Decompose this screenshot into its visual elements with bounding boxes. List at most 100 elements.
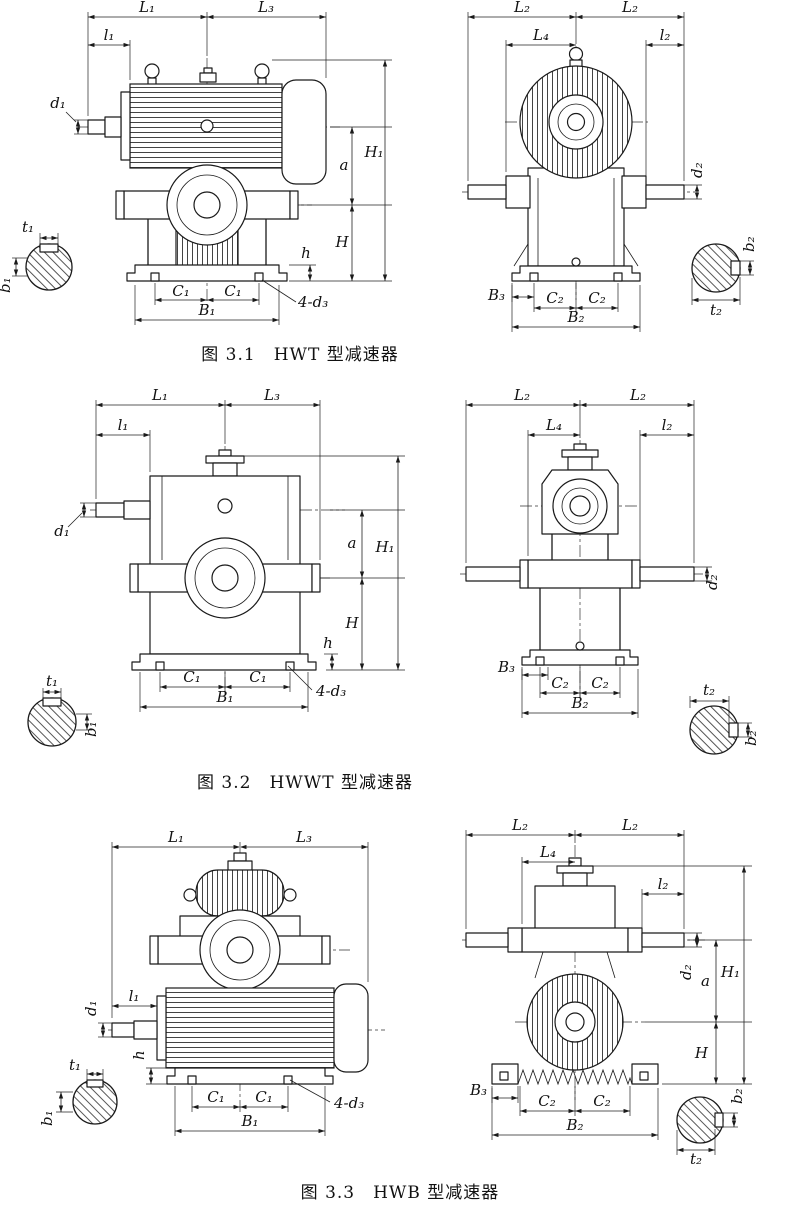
hwb-front-view <box>108 848 385 1112</box>
dim-label-4d3: 4-d₃ <box>315 682 346 700</box>
figure-hwb-caption: 图 3.3 HWB 型减速器 <box>301 1183 500 1203</box>
dim-label-4d3: 4-d₃ <box>333 1094 364 1112</box>
dim-label-l2: l₂ <box>662 416 673 434</box>
dim-label-t1: t₁ <box>22 218 34 236</box>
dim-label-B3: B₃ <box>487 286 505 304</box>
hwwt-front-view <box>90 446 345 698</box>
dim-label-L3: L₃ <box>263 386 280 404</box>
dim-label-d1: d₁ <box>82 1000 100 1016</box>
hwt-front-dimensions: L₁ L₃ l₁ d₁ a H H₁ h <box>50 0 392 325</box>
dim-label-L2a: L₂ <box>511 816 528 834</box>
dim-label-C2b: C₂ <box>588 289 606 307</box>
figure-hwb: L₁ L₃ l₁ d₁ h C₁ C₁ B₁ 4-d₃ <box>38 816 752 1203</box>
hwb-side-view <box>462 845 705 1100</box>
dim-label-h: h <box>323 634 333 652</box>
dim-label-4d3: 4-d₃ <box>297 293 328 311</box>
dim-label-B2: B₂ <box>570 694 588 712</box>
dim-label-l2: l₂ <box>660 26 671 44</box>
hwb-input-shaft-section: t₁ b₁ <box>38 1056 118 1126</box>
hwt-front-view <box>78 58 340 305</box>
dim-label-C2a: C₂ <box>551 674 569 692</box>
dim-label-C1b: C₁ <box>255 1088 273 1106</box>
dim-label-B2: B₂ <box>565 1116 583 1134</box>
dim-label-d2: d₂ <box>677 964 695 980</box>
figure-hwwt-caption: 图 3.2 HWWT 型减速器 <box>197 773 413 793</box>
dim-label-C1a: C₁ <box>183 668 201 686</box>
dim-label-t2: t₂ <box>703 681 715 699</box>
dim-label-B3: B₃ <box>497 658 515 676</box>
dim-label-b2: b₂ <box>740 236 758 252</box>
hwwt-input-shaft-section: t₁ b₁ <box>27 672 100 747</box>
dim-label-H1: H₁ <box>374 538 394 556</box>
dim-label-B1: B₁ <box>215 688 233 706</box>
dim-label-C1b: C₁ <box>224 282 242 300</box>
dim-label-L3: L₃ <box>257 0 274 16</box>
dim-label-d2: d₂ <box>688 162 706 178</box>
hwt-side-view <box>462 46 695 300</box>
hwb-output-shaft-section: b₂ t₂ <box>676 1088 746 1168</box>
dim-label-L4: L₄ <box>545 416 562 434</box>
figure-hwt-caption: 图 3.1 HWT 型减速器 <box>201 345 398 365</box>
dim-label-H1: H₁ <box>363 143 383 161</box>
dim-label-d2: d₂ <box>703 574 721 590</box>
dim-label-H: H <box>344 614 359 632</box>
hwwt-side-view <box>460 440 705 698</box>
dim-label-L2b: L₂ <box>621 0 638 16</box>
figure-hwt: L₁ L₃ l₁ d₁ a H H₁ h <box>0 0 758 365</box>
dim-label-L4: L₄ <box>539 843 556 861</box>
dim-label-C1b: C₁ <box>249 668 267 686</box>
dim-label-L1: L₁ <box>138 0 155 16</box>
hwb-front-dimensions: L₁ L₃ l₁ d₁ h C₁ C₁ B₁ 4-d₃ <box>82 828 369 1136</box>
hwwt-output-shaft-section: t₂ b₂ <box>689 681 760 755</box>
hwb-side-dimensions: L₂ L₂ L₄ l₂ d₂ a H H₁ B₃ <box>465 816 752 1140</box>
dim-label-H: H <box>694 1044 709 1062</box>
dim-label-a: a <box>701 972 710 990</box>
dim-label-L4: L₄ <box>532 26 549 44</box>
dim-label-a: a <box>340 156 349 174</box>
dim-label-L1: L₁ <box>167 828 184 846</box>
figure-hwwt: L₁ L₃ l₁ d₁ a H H₁ h <box>27 386 760 793</box>
dim-label-b1: b₁ <box>0 277 14 293</box>
dim-label-t1: t₁ <box>69 1056 81 1074</box>
hwwt-side-dimensions: L₂ L₂ L₄ l₂ d₂ B₃ C₂ C₂ B₂ <box>465 386 721 718</box>
hwt-side-dimensions: L₂ L₂ L₄ l₂ d₂ B₃ C₂ C₂ B₂ <box>467 0 706 332</box>
dim-label-L2b: L₂ <box>621 816 638 834</box>
dim-label-t2: t₂ <box>710 301 722 319</box>
dim-label-l1: l₁ <box>118 416 129 434</box>
dim-label-b1: b₁ <box>82 721 100 737</box>
dim-label-d1: d₁ <box>50 94 66 112</box>
dim-label-L2a: L₂ <box>513 0 530 16</box>
dim-label-B3: B₃ <box>469 1081 487 1099</box>
dim-label-b1: b₁ <box>38 1110 56 1126</box>
dim-label-L2a: L₂ <box>513 386 530 404</box>
dim-label-l1: l₁ <box>104 26 115 44</box>
dim-label-L2b: L₂ <box>629 386 646 404</box>
dim-label-t1: t₁ <box>46 672 58 690</box>
dim-label-l2: l₂ <box>658 875 669 893</box>
dim-label-B1: B₁ <box>240 1112 258 1130</box>
dim-label-B2: B₂ <box>566 308 584 326</box>
dim-label-C2a: C₂ <box>538 1092 556 1110</box>
dim-label-b2: b₂ <box>742 730 760 746</box>
dim-label-L1: L₁ <box>151 386 168 404</box>
hwt-output-shaft-section: b₂ t₂ <box>691 236 758 319</box>
dim-label-C1a: C₁ <box>207 1088 225 1106</box>
dim-label-B1: B₁ <box>197 301 215 319</box>
dim-label-L3: L₃ <box>295 828 312 846</box>
dim-label-a: a <box>348 534 357 552</box>
dim-label-H1: H₁ <box>720 963 740 981</box>
dim-label-C2a: C₂ <box>546 289 564 307</box>
dim-label-d1: d₁ <box>54 522 70 540</box>
dim-label-b2: b₂ <box>728 1088 746 1104</box>
dim-label-h: h <box>301 244 311 262</box>
dim-label-h: h <box>130 1050 148 1060</box>
hwt-input-shaft-section: t₁ b₁ <box>0 218 73 293</box>
dim-label-C2b: C₂ <box>591 674 609 692</box>
dim-label-C1a: C₁ <box>172 282 190 300</box>
hwwt-front-dimensions: L₁ L₃ l₁ d₁ a H H₁ h <box>54 386 405 712</box>
dim-label-l1: l₁ <box>129 987 140 1005</box>
dim-label-H: H <box>334 233 349 251</box>
dim-label-t2: t₂ <box>690 1150 702 1168</box>
